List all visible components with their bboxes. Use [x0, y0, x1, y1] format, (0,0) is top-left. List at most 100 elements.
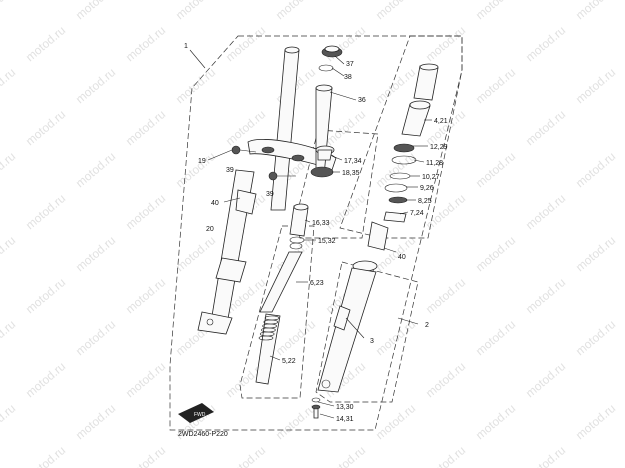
label-5-22: 5,22 [282, 358, 296, 365]
watermark-text: motod.ru [573, 149, 618, 190]
label-39-a: 39 [226, 167, 234, 174]
label-7-24: 7,24 [410, 210, 424, 217]
label-11-28: 11,28 [426, 160, 443, 167]
forward-arrow-icon: FWD [178, 403, 214, 423]
bottom-bolt [311, 397, 321, 419]
label-18-35: 18,35 [342, 170, 360, 177]
label-19: 19 [198, 158, 206, 165]
leader-lines [189, 49, 432, 419]
label-1: 1 [184, 43, 188, 50]
spring-6-23 [259, 242, 303, 313]
watermark-text: motod.ru [373, 0, 418, 22]
watermark-text: motod.ru [23, 107, 68, 148]
watermark-text: motod.ru [373, 401, 418, 442]
watermark-text: motod.ru [373, 65, 418, 106]
label-4-21: 4,21 [434, 118, 448, 125]
inner-stack [383, 63, 439, 223]
label-8-25: 8,25 [418, 198, 432, 205]
watermark-text: motod.ru [523, 359, 568, 400]
label-40-b: 40 [398, 254, 406, 261]
label-39-b: 39 [266, 191, 274, 198]
watermark-text: motod.ru [323, 23, 368, 64]
watermark-text: motod.ru [523, 107, 568, 148]
right-outer-tube [317, 221, 389, 393]
watermark-text: motod.ru [173, 233, 218, 274]
spring-coil [258, 335, 274, 341]
watermark-text: motod.ru [73, 149, 118, 190]
watermark-text: motod.ru [373, 317, 418, 358]
watermark-text: motod.ru [273, 401, 318, 442]
label-40-a: 40 [211, 200, 219, 207]
damper-parts [289, 145, 335, 244]
watermark-text: motod.ru [223, 443, 268, 468]
watermark-text: motod.ru [73, 65, 118, 106]
label-2: 2 [425, 322, 429, 329]
damper-parts-outline [295, 129, 379, 239]
watermark-text: motod.ru [223, 23, 268, 64]
watermark-text: motod.ru [473, 317, 518, 358]
watermark-text: motod.ru [123, 107, 168, 148]
bolts-39 [231, 145, 296, 181]
watermark-text: motod.ru [473, 233, 518, 274]
diagram-code: 2WD2460-P220 [178, 431, 228, 438]
watermark-text: motod.ru [473, 65, 518, 106]
watermark-text: motod.ru [423, 359, 468, 400]
inner-parts-outline [339, 35, 463, 239]
watermark-text: motod.ru [573, 65, 618, 106]
watermark-text: motod.ru [0, 233, 18, 274]
watermark-text: motod.ru [573, 317, 618, 358]
watermark-text: motod.ru [173, 65, 218, 106]
label-38: 38 [344, 74, 352, 81]
assembly-2-outline [315, 261, 419, 403]
watermark-text: motod.ru [173, 149, 218, 190]
watermark-text: motod.ru [23, 443, 68, 468]
watermark-text: motod.ru [423, 23, 468, 64]
watermark-text: motod.ru [473, 149, 518, 190]
watermark-text: motod.ru [23, 359, 68, 400]
watermark-text: motod.ru [573, 0, 618, 22]
watermark-text: motod.ru [0, 0, 18, 22]
label-10-27: 10,27 [422, 174, 440, 181]
watermark-text: motod.ru [123, 275, 168, 316]
watermark-text: motod.ru [423, 107, 468, 148]
watermark-text: motod.ru [0, 149, 18, 190]
watermark-text: motod.ru [523, 23, 568, 64]
watermark-text: motod.ru [573, 401, 618, 442]
watermark-text: motod.ru [473, 401, 518, 442]
watermark-text: motod.ru [473, 0, 518, 22]
watermark-text: motod.ru [123, 23, 168, 64]
spring-coils [258, 315, 280, 341]
watermark-text: motod.ru [73, 0, 118, 22]
watermark-text: motod.ru [23, 23, 68, 64]
label-37: 37 [346, 61, 354, 68]
part-labels: 1 2 3 37 38 36 4,21 12,29 11,28 10,27 9,… [178, 43, 448, 438]
watermark-text: motod.ru [273, 317, 318, 358]
left-outer-assembly [197, 46, 337, 335]
label-3: 3 [370, 338, 374, 345]
watermark-text: motod.ru [523, 191, 568, 232]
watermark-text: motod.ru [0, 317, 18, 358]
watermark-text: motod.ru [173, 0, 218, 22]
label-13-30: 13,30 [336, 404, 354, 411]
label-12-29: 12,29 [430, 144, 448, 151]
watermark-text: motod.ru [0, 65, 18, 106]
watermark-text: motod.ru [523, 443, 568, 468]
label-9-26: 9,26 [420, 185, 434, 192]
label-15-32: 15,32 [318, 238, 336, 245]
watermark-text: motod.ru [273, 0, 318, 22]
watermark-text: motod.ru [423, 275, 468, 316]
watermark-text: motod.ru [73, 401, 118, 442]
watermark-text: motod.ru [23, 191, 68, 232]
watermark-text: motod.ru [73, 317, 118, 358]
watermark-text: motod.ru [323, 443, 368, 468]
label-36: 36 [358, 97, 366, 104]
forward-badge-text: FWD [194, 412, 206, 418]
watermark-text: motod.ru [123, 359, 168, 400]
watermark-text: motod.ru [573, 233, 618, 274]
label-16-33: 16,33 [312, 220, 330, 227]
label-17-34: 17,34 [344, 158, 362, 165]
watermark-text: motod.ru [23, 275, 68, 316]
inner-tube-5-22 [255, 313, 281, 385]
